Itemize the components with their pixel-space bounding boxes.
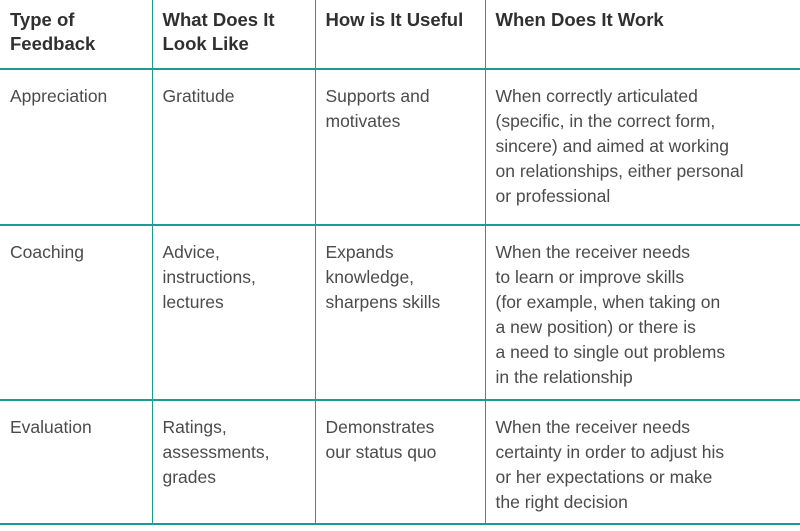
cell-look-like: Gratitude [151,68,315,225]
cell-when-work: When the receiver needs to learn or impr… [484,224,800,400]
cell-useful: Supports and motivates [314,68,485,225]
cell-feedback-type: Coaching [0,224,152,400]
cell-when-work: When the receiver needs certainty in ord… [484,399,800,525]
table-header: Type of Feedback What Does It Look Like … [0,0,800,69]
table-body: Appreciation Gratitude Supports and moti… [0,68,800,525]
cell-look-like: Advice, instructions, lectures [151,224,315,400]
cell-look-like: Ratings, assessments, grades [151,399,315,525]
cell-when-work: When correctly articulated (specific, in… [484,68,800,225]
table-row: Evaluation Ratings, assessments, grades … [0,399,800,525]
cell-useful: Expands knowledge, sharpens skills [314,224,485,400]
column-header-useful: How is It Useful [314,0,485,69]
cell-useful: Demonstrates our status quo [314,399,485,525]
column-header-type: Type of Feedback [10,9,96,54]
cell-feedback-type: Appreciation [0,68,152,225]
table-row: Coaching Advice, instructions, lectures … [0,224,800,400]
cell-feedback-type: Evaluation [0,399,152,525]
column-header-look: What Does It Look Like [151,0,315,69]
table-row: Appreciation Gratitude Supports and moti… [0,68,800,225]
header-row: Type of Feedback What Does It Look Like … [0,0,800,69]
column-header-when: When Does It Work [484,0,800,69]
